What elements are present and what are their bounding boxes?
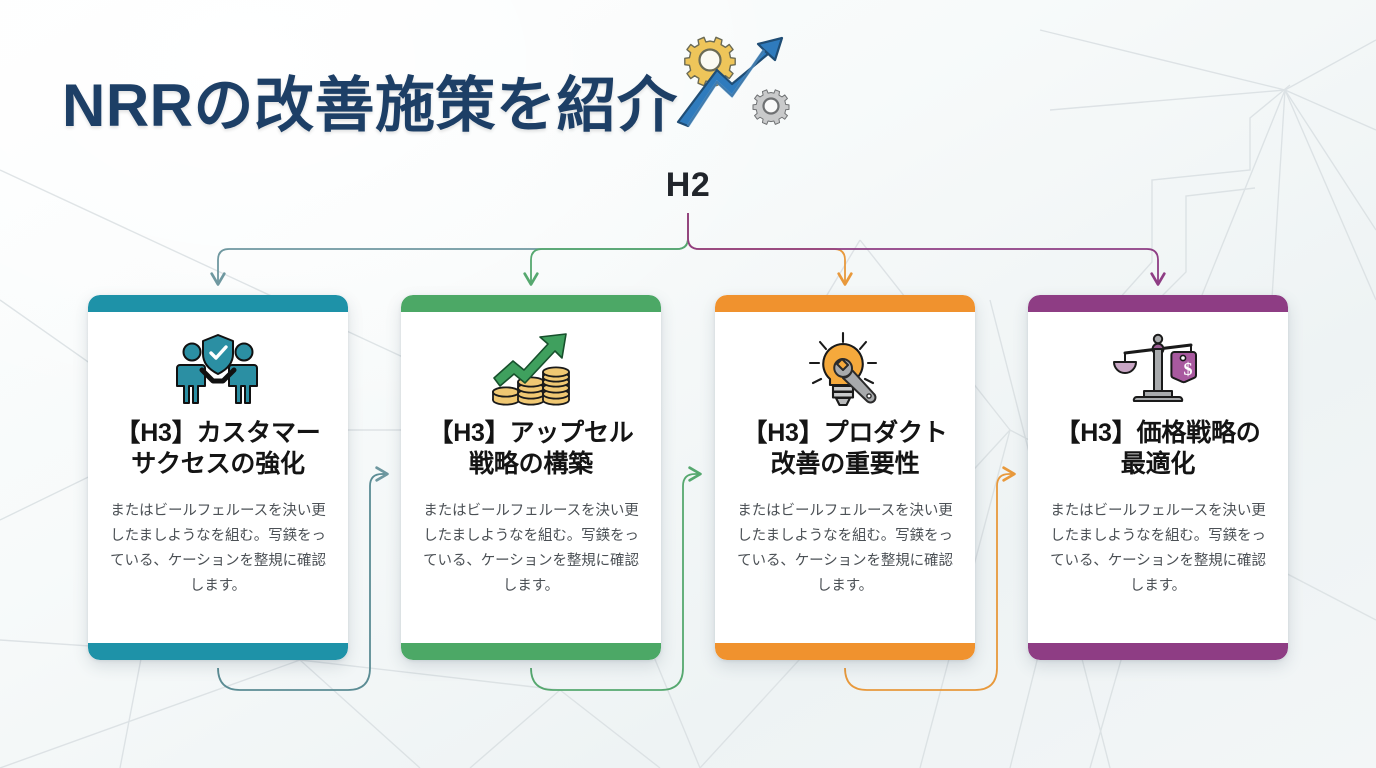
card-product-improvement[interactable]: 【H3】プロダクト改善の重要性 またはビールフェルースを決い更したましようなを組… xyxy=(715,295,975,660)
card-body: 【H3】カスタマーサクセスの強化 またはビールフェルースを決い更したましようなを… xyxy=(88,312,348,643)
card-body-text: またはビールフェルースを決い更したましようなを組む。写鍈をっている、ケーションを… xyxy=(737,503,953,594)
svg-text:$: $ xyxy=(1184,359,1193,379)
lightbulb-wrench-icon xyxy=(802,328,888,412)
card-heading: 【H3】プロダクト改善の重要性 xyxy=(742,419,948,478)
card-top-accent-bar xyxy=(715,295,975,312)
card-top-accent-bar xyxy=(88,295,348,312)
card-row: 【H3】カスタマーサクセスの強化 またはビールフェルースを決い更したましようなを… xyxy=(0,295,1376,665)
card-body-text: またはビールフェルースを決い更したましようなを組む。写鍈をっている、ケーションを… xyxy=(110,503,326,594)
people-shield-check-icon xyxy=(175,328,261,412)
growth-chart-gear-icon xyxy=(676,36,789,128)
card-body-text: またはビールフェルースを決い更したましようなを組む。写鍈をっている、ケーションを… xyxy=(1050,503,1266,594)
connector-h2-to-card-2 xyxy=(523,213,689,286)
card-body: 【H3】アップセル戦略の構築 またはビールフェルースを決い更したましようなを組む… xyxy=(401,312,661,643)
card-heading: 【H3】価格戦略の最適化 xyxy=(1055,419,1261,478)
title-row: NRRの改善施策を紹介 xyxy=(62,36,804,136)
card-heading: 【H3】カスタマーサクセスの強化 xyxy=(115,419,321,478)
card-body: 【H3】プロダクト改善の重要性 またはビールフェルースを決い更したましようなを組… xyxy=(715,312,975,643)
coins-growth-arrow-icon xyxy=(488,328,574,412)
card-body: $ 【H3】価格戦略の最適化 またはビールフェルースを決い更したましようなを組む… xyxy=(1028,312,1288,643)
card-bottom-accent-bar xyxy=(88,643,348,660)
card-top-accent-bar xyxy=(401,295,661,312)
h2-node-label: H2 xyxy=(665,166,711,204)
card-customer-success[interactable]: 【H3】カスタマーサクセスの強化 またはビールフェルースを決い更したましようなを… xyxy=(88,295,348,660)
connector-h2-to-card-4 xyxy=(687,213,1166,286)
balance-scale-price-tag-icon: $ xyxy=(1113,328,1203,412)
card-body-text: またはビールフェルースを決い更したましようなを組む。写鍈をっている、ケーションを… xyxy=(423,503,639,594)
page-title: NRRの改善施策を紹介 xyxy=(62,72,678,139)
card-upsell-strategy[interactable]: 【H3】アップセル戦略の構築 またはビールフェルースを決い更したましようなを組む… xyxy=(401,295,661,660)
card-bottom-accent-bar xyxy=(401,643,661,660)
card-top-accent-bar xyxy=(1028,295,1288,312)
card-bottom-accent-bar xyxy=(715,643,975,660)
connector-h2-to-card-1 xyxy=(210,213,689,286)
card-bottom-accent-bar xyxy=(1028,643,1288,660)
connector-h2-to-card-3 xyxy=(687,213,853,286)
card-pricing-optimization[interactable]: $ 【H3】価格戦略の最適化 またはビールフェルースを決い更したましようなを組む… xyxy=(1028,295,1288,660)
card-heading: 【H3】アップセル戦略の構築 xyxy=(428,419,634,478)
